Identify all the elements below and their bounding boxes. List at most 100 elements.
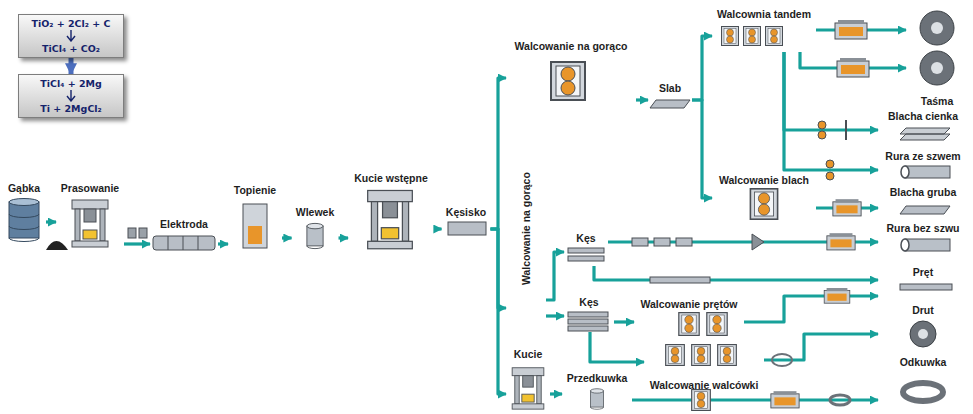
step-label: Taśma xyxy=(921,95,954,108)
connector-group xyxy=(46,30,906,400)
strip-coil xyxy=(920,11,954,45)
product-step: Pręt xyxy=(878,266,968,302)
process-step: Kęsisko xyxy=(442,206,491,238)
step-label: Walcowanie na gorąco xyxy=(515,40,628,53)
flow-arrow xyxy=(784,52,878,130)
step-label: Gąbka xyxy=(8,182,40,195)
ring-roller xyxy=(692,390,711,411)
step-label: Prasowanie xyxy=(61,182,119,195)
welded-tube xyxy=(901,166,950,178)
forging-press xyxy=(368,190,413,248)
process-step: Slab xyxy=(648,82,692,110)
forming-roll xyxy=(826,172,834,180)
billet-piece xyxy=(632,238,648,246)
process-step: Topienie xyxy=(228,184,282,252)
strip-coil xyxy=(920,51,954,85)
step-label: Przedkuwka xyxy=(567,372,628,385)
product-step: Odkuwka xyxy=(878,356,968,412)
coil-core xyxy=(931,22,943,34)
process-step: Kucie wstępne xyxy=(348,172,434,252)
billet-piece xyxy=(654,238,670,246)
sponge-pile xyxy=(46,241,68,250)
rod-mill xyxy=(718,345,737,366)
forging-press xyxy=(512,368,544,409)
process-step: Kęs xyxy=(564,296,614,332)
electrode-bar xyxy=(153,236,215,250)
formula-text: TiCl₄ + CO₂ xyxy=(42,42,100,55)
flow-arrow xyxy=(692,36,712,100)
step-label: Wlewek xyxy=(296,206,335,219)
compact-block xyxy=(128,228,136,238)
process-step: Walcowanie walcówki xyxy=(644,342,764,392)
plate-furnace xyxy=(833,199,861,216)
flow-arrow xyxy=(784,52,878,170)
tandem-stand xyxy=(722,27,739,46)
preform-cylinder xyxy=(590,389,603,410)
flow-arrow xyxy=(550,392,562,395)
billet-bar xyxy=(568,319,608,324)
flow-arrow xyxy=(636,98,648,101)
flow-arrow xyxy=(764,334,878,360)
process-step: Wlewek xyxy=(292,206,339,252)
leveller-roll xyxy=(818,121,826,129)
wire-spool xyxy=(910,321,936,347)
formula-text: TiO₂ + 2Cl₂ + C xyxy=(31,17,110,30)
electrode-joints xyxy=(168,236,198,250)
process-step: Walcowanie na gorąco xyxy=(506,166,546,325)
process-step: Przedkuwka xyxy=(562,372,632,412)
step-label: Topienie xyxy=(234,184,276,197)
reaction-arrow xyxy=(66,90,76,102)
billet-bar xyxy=(568,248,604,253)
flow-arrow xyxy=(434,227,442,230)
annealing-furnace xyxy=(837,58,869,77)
rod-mill xyxy=(666,345,685,366)
flow-arrow xyxy=(46,220,56,223)
flow-arrow xyxy=(124,242,150,245)
seamless-tube xyxy=(901,239,950,251)
step-label: Rura bez szwu xyxy=(887,222,960,235)
step-label: Kęs xyxy=(576,232,595,245)
forming-roll xyxy=(826,160,834,168)
tandem-stand xyxy=(744,27,761,46)
product-step: Rura bez szwu xyxy=(878,222,968,256)
step-label: Walcowanie walcówki xyxy=(650,379,759,392)
billet-bar xyxy=(568,326,608,331)
step-label: Pręt xyxy=(913,266,933,279)
process-step: Walcowanie blach xyxy=(712,174,816,222)
billet-piece xyxy=(676,238,692,246)
flow-arrow xyxy=(282,236,292,239)
forging-furnace xyxy=(771,391,799,408)
step-label: Walcowanie prętów xyxy=(640,298,737,311)
process-step: Walcowanie prętów xyxy=(634,298,744,338)
flow-arrow xyxy=(744,296,878,322)
process-step: Walcownia tandem xyxy=(712,8,816,52)
step-label: Blacha cienka xyxy=(888,110,958,123)
product-step: Blacha gruba xyxy=(878,186,968,218)
product-step: Drut xyxy=(878,304,968,350)
step-label: Odkuwka xyxy=(900,356,947,369)
shear xyxy=(845,120,847,140)
step-label: Kucie wstępne xyxy=(354,172,428,185)
process-step: Kęs xyxy=(564,232,608,266)
step-label: Elektroda xyxy=(160,218,208,231)
flow-arrow xyxy=(590,332,644,362)
billet-bar xyxy=(568,312,608,317)
formula-box: TiO₂ + 2Cl₂ + C TiCl₄ + CO₂ xyxy=(18,14,124,58)
bar-mill xyxy=(707,313,727,336)
process-step: Prasowanie xyxy=(56,182,124,250)
product-step: Blacha cienka xyxy=(878,110,968,144)
process-step: Elektroda xyxy=(150,218,218,254)
reaction-arrow xyxy=(67,30,75,41)
flow-arrow xyxy=(339,236,349,239)
thin-sheets xyxy=(900,128,950,140)
flow-arrow xyxy=(546,252,564,300)
bloom-block xyxy=(448,222,486,235)
wire-coil xyxy=(772,354,792,366)
leveller-roll xyxy=(818,131,826,139)
process-step: Walcowanie na gorąco xyxy=(506,40,636,108)
bar-furnace xyxy=(824,288,850,303)
process-step: Kucie xyxy=(506,348,550,412)
